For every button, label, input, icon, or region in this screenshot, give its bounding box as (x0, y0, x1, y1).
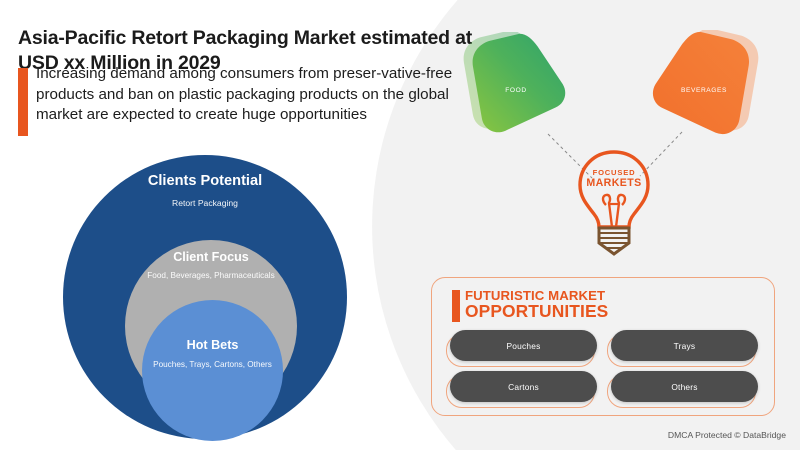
beverages-label: BEVERAGES (680, 87, 728, 94)
pill-slot: Trays (607, 330, 758, 367)
market-shape-food[interactable]: FOOD (462, 32, 570, 138)
circle-subtitle-clients-potential: Retort Packaging (172, 198, 238, 208)
opportunity-pill-pouches[interactable]: Pouches (450, 330, 597, 361)
bulb-label-line2: MARKETS (586, 177, 642, 189)
headline-accent-bar (18, 68, 28, 136)
pill-slot: Cartons (446, 371, 597, 408)
footer-copyright: DMCA Protected © DataBridge (667, 430, 786, 440)
market-shape-beverages[interactable]: BEVERAGES (648, 30, 760, 140)
opportunity-pill-trays[interactable]: Trays (611, 330, 758, 361)
circle-subtitle-hot-bets: Pouches, Trays, Cartons, Others (153, 360, 272, 369)
food-label: FOOD (505, 87, 527, 94)
circle-hot-bets: Hot Bets Pouches, Trays, Cartons, Others (142, 300, 283, 441)
opportunity-pill-others[interactable]: Others (611, 371, 758, 402)
bulb-label-line1: FOCUSED (592, 168, 636, 177)
circle-subtitle-client-focus: Food, Beverages, Pharmaceuticals (147, 271, 275, 280)
circle-title-hot-bets: Hot Bets (186, 338, 239, 352)
lightbulb-icon (578, 150, 650, 256)
circle-title-clients-potential: Clients Potential (147, 173, 263, 189)
page-title: Asia-Pacific Retort Packaging Market est… (18, 27, 473, 74)
subtitle-text: Increasing demand among consumers from p… (36, 65, 453, 124)
focused-markets-bulb[interactable]: FOCUSED MARKETS (566, 148, 662, 258)
futuristic-market-panel: FUTURISTIC MARKET OPPORTUNITIES Pouches … (431, 277, 775, 416)
opportunity-pill-cartons[interactable]: Cartons (450, 371, 597, 402)
circle-title-client-focus: Client Focus (173, 250, 249, 264)
food-triangle-icon (463, 32, 566, 133)
panel-accent-bar (452, 290, 460, 322)
panel-title-line2: OPPORTUNITIES (465, 301, 609, 321)
pill-slot: Pouches (446, 330, 597, 367)
beverages-triangle-icon (652, 30, 759, 135)
opportunity-pill-grid: Pouches Trays Cartons Others (446, 330, 758, 408)
pill-slot: Others (607, 371, 758, 408)
panel-title-line1: FUTURISTIC MARKET (465, 288, 606, 303)
